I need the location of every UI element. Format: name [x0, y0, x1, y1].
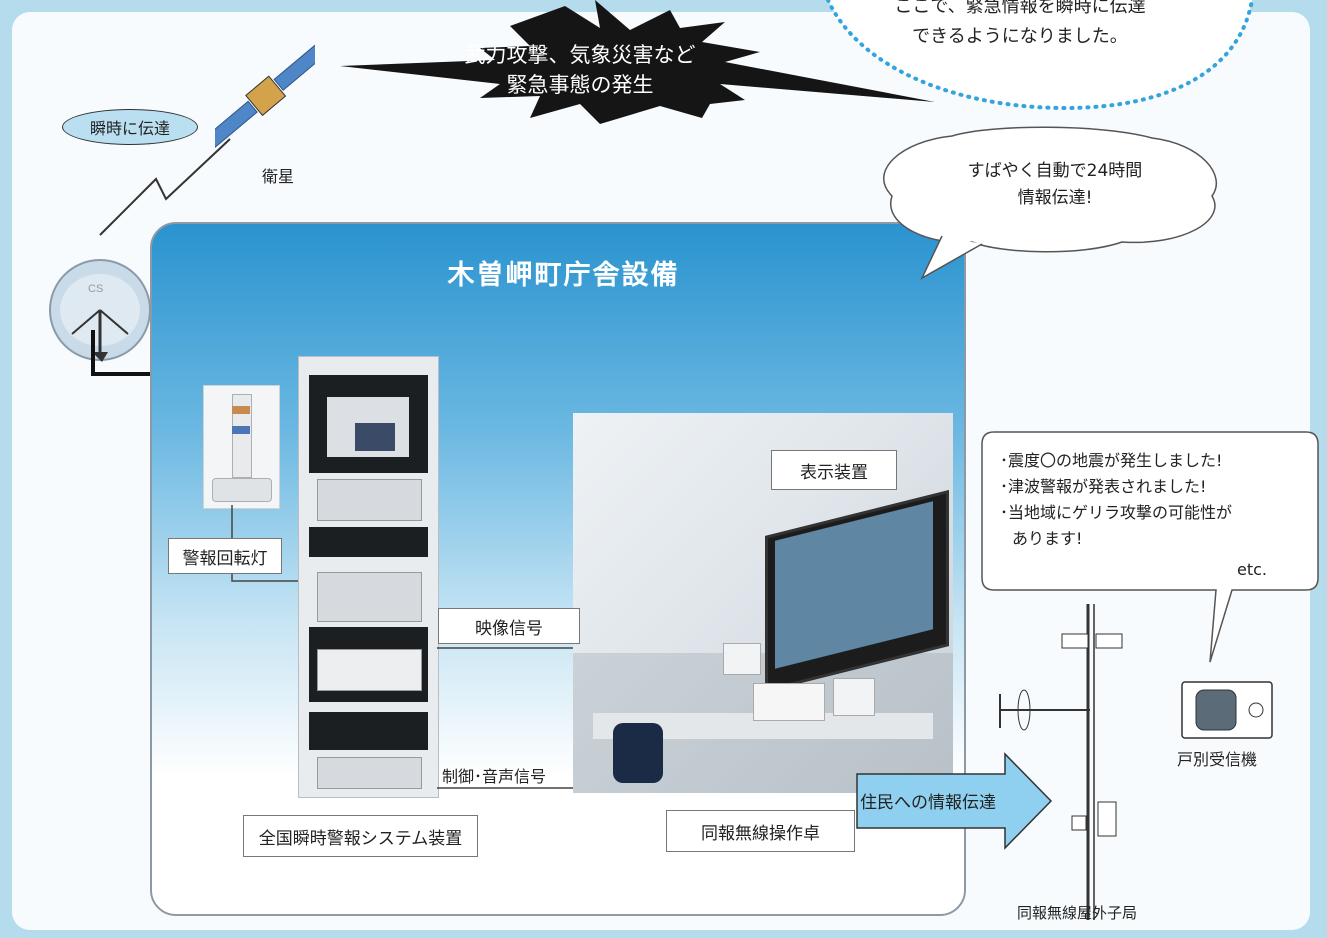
auto-bubble-text: すばやく自動で24時間 情報伝達! [915, 158, 1195, 212]
emergency-text: 武力攻撃、気象災害など 緊急事態の発生 [430, 40, 730, 100]
console-label: 同報無線操作卓 [666, 810, 855, 852]
instant-label: 瞬時に伝達 [62, 109, 198, 145]
resident-label: 住民への情報伝達 [860, 793, 996, 813]
facility-title: 木曽岬町庁舎設備 [447, 260, 680, 291]
cs-dish-icon: CS [49, 259, 151, 362]
auto-bubble [883, 126, 1218, 280]
top-bubble-line1: ここで、緊急情報を瞬時に伝達 [894, 0, 1146, 17]
satellite-label: 衛星 [262, 167, 295, 186]
light-connector [231, 505, 298, 582]
signal-zigzag [99, 138, 231, 236]
signal-lines [437, 647, 573, 789]
satellite-icon [215, 38, 315, 153]
auto-bubble-line2: 情報伝達! [1017, 188, 1093, 208]
dotted-bubble [826, 0, 1254, 111]
household-receiver-icon [1181, 681, 1273, 739]
outdoor-speaker-pole-icon [999, 604, 1123, 920]
top-bubble-text: ここで、緊急情報を瞬時に伝達 できるようになりました。 [840, 0, 1200, 52]
message-line4: あります! [1012, 529, 1083, 548]
emergency-line2: 緊急事態の発生 [506, 73, 654, 97]
message-list: ･震度〇の地震が発生しました! ･津波警報が発表されました! ･当地域にゲリラ攻… [1000, 448, 1232, 552]
video-signal-label: 映像信号 [438, 608, 580, 644]
auto-bubble-line1: すばやく自動で24時間 [967, 161, 1143, 181]
top-bubble-line2: できるようになりました。 [912, 26, 1128, 47]
message-bubble [981, 431, 1319, 663]
svg-text:CS: CS [88, 283, 103, 295]
message-line2: ･津波警報が発表されました! [1000, 477, 1207, 496]
resident-arrow [856, 752, 1053, 850]
jalert-rack-icon [298, 356, 439, 798]
message-etc: etc. [1237, 560, 1267, 579]
household-label: 戸別受信機 [1177, 750, 1258, 769]
control-room-photo [573, 413, 953, 793]
display-label: 表示装置 [771, 450, 897, 490]
message-line3: ･当地域にゲリラ攻撃の可能性が [1000, 503, 1233, 522]
warning-light-label: 警報回転灯 [168, 538, 282, 574]
jalert-label: 全国瞬時警報システム装置 [243, 815, 478, 857]
message-line1: ･震度〇の地震が発生しました! [1000, 451, 1223, 470]
warning-light-icon [203, 385, 280, 509]
emergency-burst [340, 0, 935, 124]
control-signal-label: 制御･音声信号 [442, 767, 547, 786]
emergency-line1: 武力攻撃、気象災害など [464, 43, 696, 67]
outdoor-label: 同報無線屋外子局 [1017, 904, 1138, 922]
